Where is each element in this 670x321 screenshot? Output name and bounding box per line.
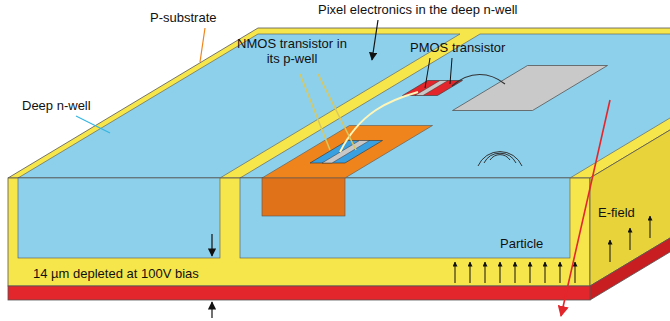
callout-label: P-substrate — [150, 10, 216, 25]
thickness-arrow — [211, 234, 212, 256]
callout-label: Deep n-well — [22, 98, 91, 113]
leader-line — [450, 58, 452, 84]
leader-line — [76, 116, 110, 133]
signal-wave — [478, 152, 522, 166]
metal-pad — [453, 66, 608, 111]
callout-label: Pixel electronics in the deep n-well — [318, 2, 517, 17]
callout-label: PMOS transistor — [410, 40, 505, 55]
pmos-gate — [415, 81, 448, 96]
callout-label: Particle — [500, 236, 543, 251]
node-text: 14 µm depleted at 100V bias — [33, 266, 199, 281]
thickness-arrow — [211, 302, 212, 318]
leader-line — [200, 28, 205, 62]
substrate-front — [8, 178, 590, 286]
nmos-gate — [322, 141, 370, 164]
leader-line — [425, 58, 430, 88]
leader-line — [372, 20, 378, 60]
interconnect-wire — [452, 75, 505, 87]
signal-wave — [490, 155, 510, 160]
callout-label: E-field — [598, 205, 635, 220]
substrate-bottom — [8, 286, 590, 300]
deep-nwell-front-right — [240, 178, 570, 258]
substrate-top — [8, 28, 670, 178]
depletion-band: 14 µm depleted at 100V bias — [30, 263, 204, 280]
leader-line — [300, 74, 330, 150]
substrate-side-bottom — [590, 136, 670, 300]
callout-label: NMOS transistor in its p-well — [236, 36, 348, 66]
e-field-arrows — [455, 216, 650, 283]
deep-nwell-front-left — [18, 178, 220, 258]
nmos-diffusion — [310, 141, 383, 164]
p-well-front — [262, 178, 345, 216]
leader-line — [318, 74, 356, 150]
